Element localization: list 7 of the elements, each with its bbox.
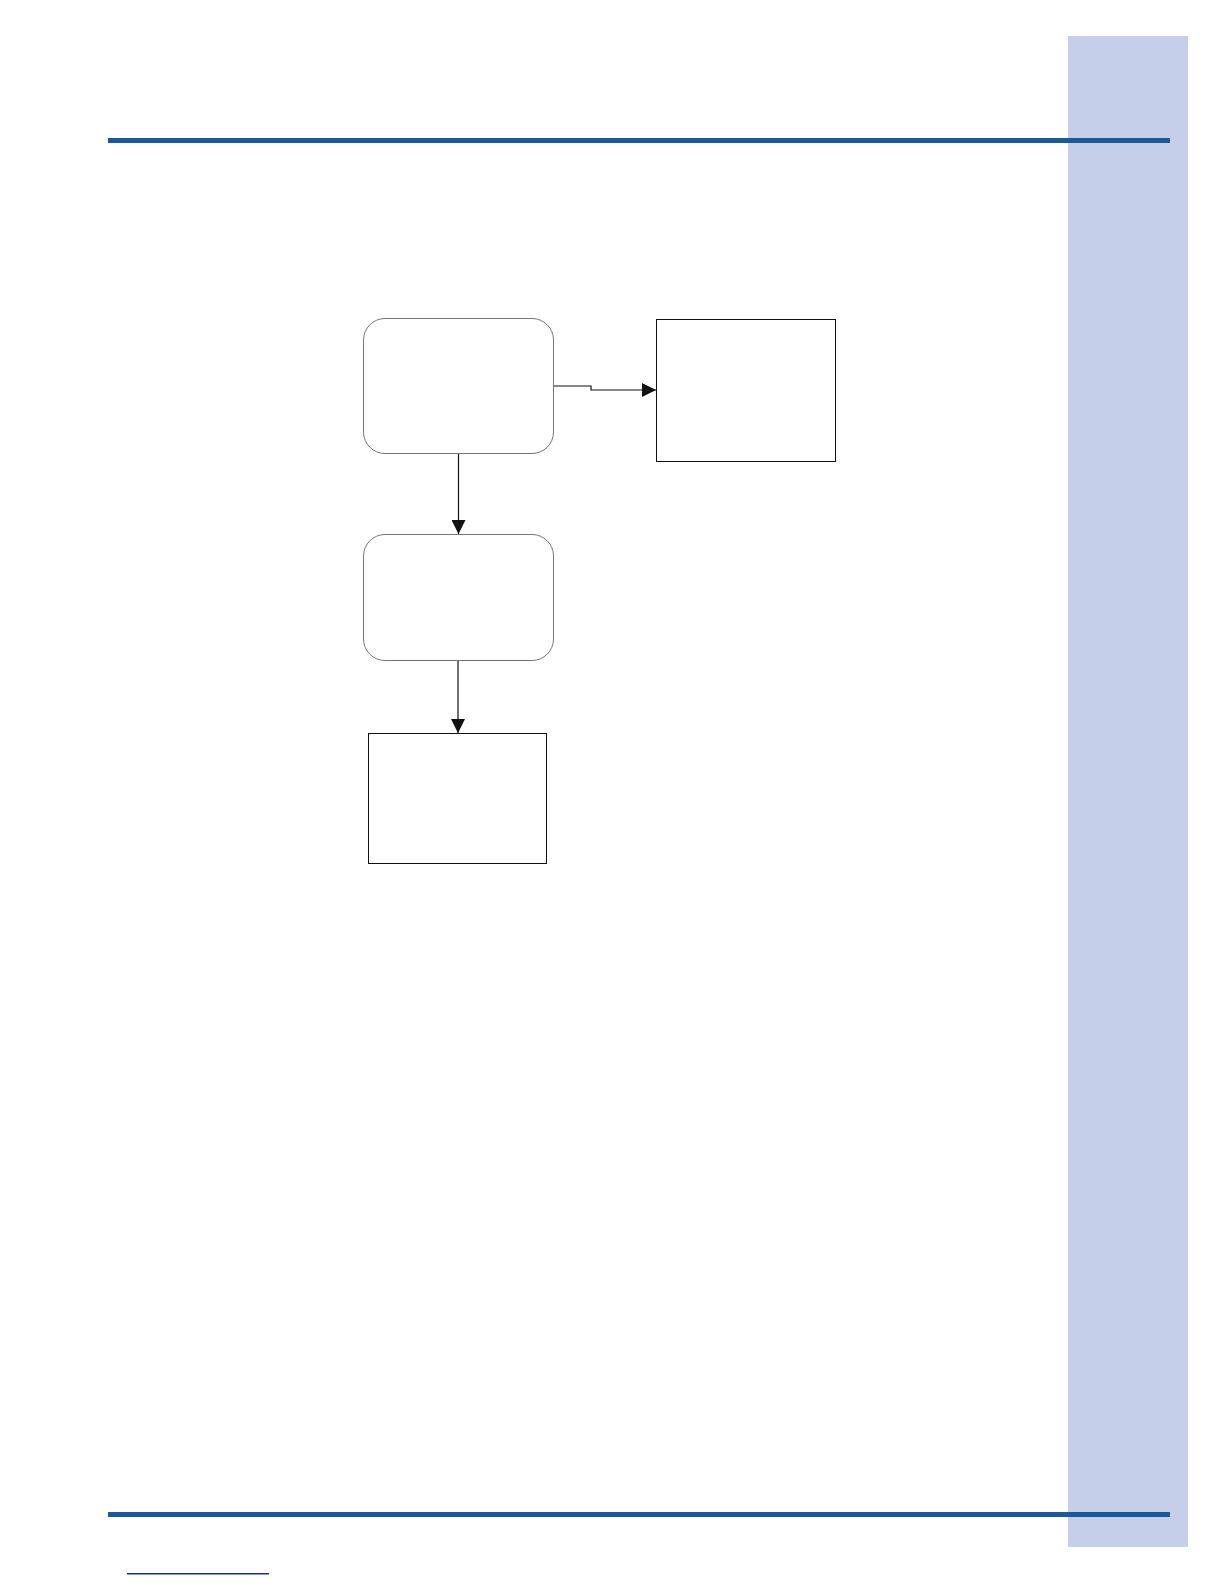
arrow <box>451 453 466 535</box>
rounded-process-box <box>363 318 554 454</box>
process-box <box>368 733 547 864</box>
arrow <box>553 383 657 397</box>
process-box <box>656 319 836 462</box>
arrow <box>451 660 465 734</box>
rounded-process-box <box>363 534 554 661</box>
